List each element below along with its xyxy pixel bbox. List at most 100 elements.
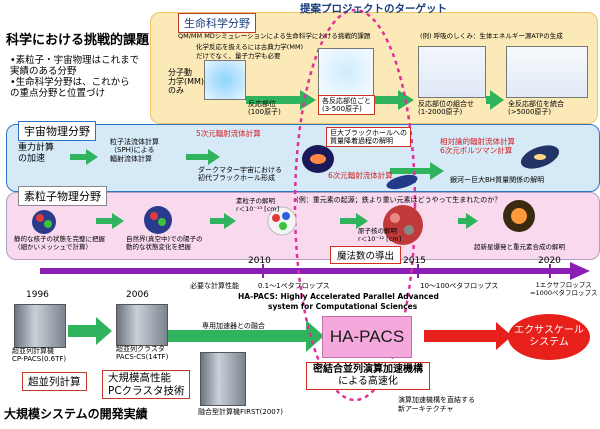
mm-only-label: 分子動 力学(MM) のみ: [168, 68, 204, 96]
relativistic-label: 相対論的輻射流体計算 6次元ボルツマン計算: [440, 137, 515, 155]
gravity-label: 重力計算 の加速: [18, 143, 54, 165]
accel-line: 演算加速機構を直結する: [398, 396, 475, 404]
nucleon-label: 素粒子の解明 r＜10⁻¹³ [cm]: [236, 197, 280, 214]
bh-line: 質量降着過程の解明: [330, 137, 393, 146]
target-title: 提案プロジェクトのターゲット: [300, 3, 447, 15]
exascale-circle: エクサスケール システム: [508, 314, 590, 360]
year-2006: 2006: [126, 290, 149, 300]
bh-line: 巨大ブラックホールへの: [330, 129, 407, 137]
example-text: (例：重元素の起源；鉄より重い元素はどうやって生まれたのか？: [296, 196, 502, 204]
respiration-text: (例) 呼吸のしくみ：生体エネルギー源ATPの生成: [420, 32, 563, 40]
bullet-line: の重点分野と位置づけ: [10, 87, 106, 99]
dev-history-title: 大規模システムの開発実績: [4, 407, 148, 421]
rel-line: 相対論的輻射流体計算: [440, 137, 515, 146]
hapacs-label: HA-PACS: [329, 327, 405, 346]
particle-tag: 素粒子物理分野: [18, 186, 107, 206]
blackhole-box: 巨大ブラックホールへの 質量降着過程の解明: [326, 127, 411, 148]
dm-line: ダークマター宇宙における: [198, 166, 282, 174]
bullet-list: •素粒子・宇宙物理はこれまで 実績のある分野 •生命科学分野は、これから の重点…: [10, 55, 139, 100]
sph-line: （SPH)による: [110, 146, 155, 155]
pc-cluster-tag: 大規模高性能 PCクラスタ技術: [102, 370, 191, 400]
range-2: 10〜100ペタフロップス: [420, 282, 499, 290]
challenge-title: 科学における挑戦的課題: [6, 33, 150, 48]
hapacs-expansion-1: HA-PACS: Highly Accelerated Parallel Adv…: [238, 292, 439, 301]
pacscs-line: 超並列クラスタ: [116, 345, 165, 353]
mm-line: のみ: [168, 86, 184, 96]
speedup-line: による高速化: [338, 376, 398, 387]
pacscs-image: [116, 304, 168, 346]
hapacs-expansion-2: system for Computational Sciences: [268, 302, 418, 311]
gravity-line: の加速: [18, 153, 46, 164]
static-line: 静的な核子の状態を完璧に把握: [14, 235, 105, 243]
sph-label: 粒子法流体計算 （SPH)による 輻射流体計算: [110, 138, 159, 163]
cppacs-line: CP-PACS(0.6TF): [12, 355, 67, 364]
nucleus-line: r＜10⁻¹² [cm]: [358, 234, 402, 243]
dynamic-line: 自然界(真空中)での陽子の: [126, 235, 203, 243]
all-line: (>5000原子): [508, 108, 552, 117]
particle-arrows: [96, 213, 478, 229]
accel-note: 演算加速機構を直結する 新アーキテクチャ: [398, 396, 475, 414]
static-label: 静的な核子の状態を完璧に把握 （細かいメッシュで計算）: [14, 235, 105, 252]
combo-line: 反応部位の組合せ: [418, 100, 474, 108]
supernova-label: 超新星爆発と重元素合成の解明: [474, 243, 565, 251]
protein-image-1: [204, 60, 246, 100]
exa-line: =1000ペタフロップス: [530, 288, 598, 297]
protein-image-3: [418, 46, 486, 98]
first-image: [200, 352, 246, 406]
year-2015: 2015: [403, 256, 426, 266]
all-line: 全反応部位を統合: [508, 100, 564, 108]
combo-line: (1-2000原子): [418, 108, 463, 117]
pc-line: PCクラスタ技術: [108, 384, 185, 397]
dense-line: 密結合並列演算加速機構: [313, 364, 423, 375]
each-site-line: 各反応部位ごと: [322, 97, 371, 105]
bullet-line: •生命科学分野は、これから: [10, 76, 130, 88]
magic-number-box: 魔法数の導出: [330, 246, 402, 264]
pacscs-label: 超並列クラスタ PACS-CS(14TF): [116, 345, 168, 362]
sph-line: 輻射流体計算: [110, 154, 152, 163]
exa-perf-label: 1エクサフロップス =1000ペタフロップス: [530, 281, 598, 298]
fusion-label: 専用加速器との融合: [202, 322, 265, 330]
sph-line: 粒子法流体計算: [110, 138, 159, 146]
exa-line: 1エクサフロップス: [535, 281, 592, 289]
mpp-tag: 超並列計算: [22, 372, 87, 391]
cppacs-image: [14, 304, 66, 348]
nucleon-line: r＜10⁻¹³ [cm]: [236, 204, 280, 213]
protein-image-4: [506, 46, 588, 98]
required-perf-label: 必要な計算性能: [190, 282, 239, 290]
mm-line: 力学(MM): [168, 77, 205, 87]
pacscs-line: PACS-CS(14TF): [116, 353, 169, 362]
all-label: 全反応部位を統合 (>5000原子): [508, 100, 564, 116]
year-2010: 2010: [248, 256, 271, 266]
timeline-arrow: [40, 262, 590, 280]
history-arrows: [68, 317, 324, 352]
year-2020: 2020: [538, 256, 561, 266]
exascale-arrow: [424, 322, 512, 350]
qmmm-text: QM/MM MDシミュレーションによる生命科学における挑戦的課題: [178, 32, 371, 40]
life-science-tag: 生命科学分野: [178, 13, 256, 33]
five-d-label: 5次元輻射流体計算: [196, 129, 261, 138]
each-site-box: 各反応部位ごと (3-500原子): [318, 95, 375, 116]
nucleon-line: 素粒子の解明: [236, 197, 275, 205]
accel-line: 新アーキテクチャ: [398, 404, 454, 413]
dynamic-line: 動的な状態変化を把握: [126, 242, 191, 251]
dense-coupling-box: 密結合並列演算加速機構 による高速化: [306, 362, 430, 390]
cppacs-label: 超並列計算機 CP-PACS(0.6TF): [12, 347, 66, 364]
dm-line: 初代ブラックホール形成: [198, 174, 275, 183]
pc-line: 大規模高性能: [108, 372, 171, 384]
astro-arrows: [70, 149, 444, 180]
reaction-site-label: 反応部位 (100原子): [248, 100, 281, 116]
each-site-line: (3-500原子): [322, 105, 362, 114]
static-line: （細かいメッシュで計算）: [14, 242, 92, 251]
six-d-label: 6次元輻射流体計算: [328, 171, 393, 180]
nucleus-line: 原子核の解明: [358, 227, 397, 235]
bullet-line: 実績のある分野: [10, 65, 77, 77]
exascale-line: システム: [529, 337, 569, 348]
chem-note: 化学反応を扱えるには古典力学(MM): [196, 43, 304, 51]
dynamic-label: 自然界(真空中)での陽子の 動的な状態変化を把握: [126, 235, 203, 252]
nucleus-label: 原子核の解明 r＜10⁻¹² [cm]: [358, 227, 402, 244]
reaction-line: (100原子): [248, 108, 281, 117]
cppacs-line: 超並列計算機: [12, 347, 54, 355]
galaxy-label: 銀河ー巨大BH質量関係の解明: [450, 176, 545, 184]
hapacs-box: HA-PACS: [322, 316, 412, 358]
